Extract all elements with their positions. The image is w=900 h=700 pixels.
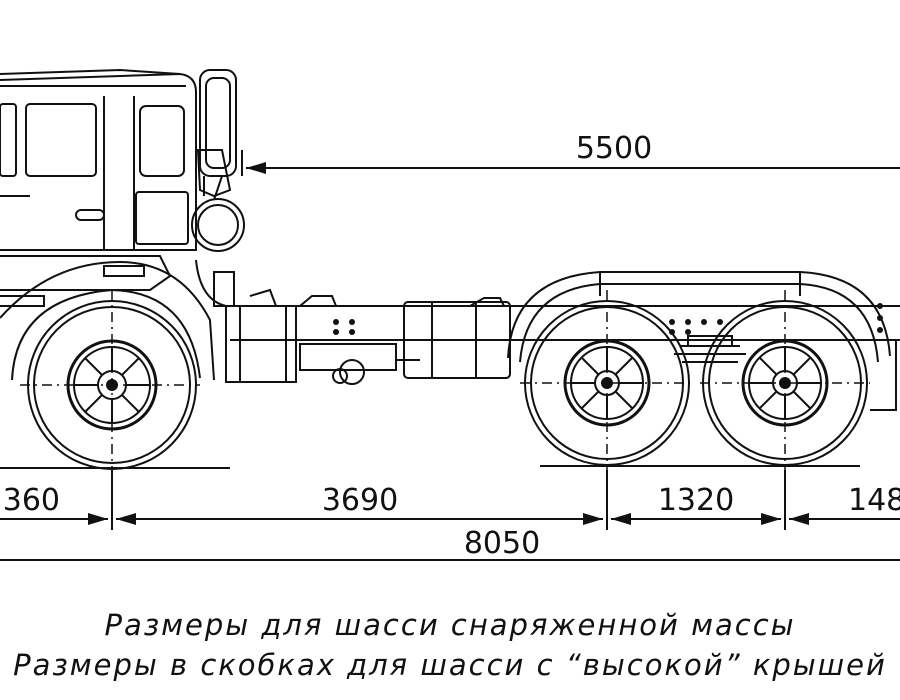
caption-line-2: Размеры в скобках для шасси с “высокой” … (13, 648, 887, 682)
front-axle (0, 260, 215, 470)
dim-1360-label: 1360 (0, 483, 60, 518)
dim-1485-label: 1485 (848, 483, 900, 518)
dim-3690-label: 3690 (322, 483, 398, 518)
battery-box (225, 305, 297, 383)
axle-centerlines (20, 290, 870, 520)
air-filter (191, 198, 245, 252)
caption-line-1: Размеры для шасси снаряженной массы (104, 608, 796, 642)
ground-line (0, 465, 860, 469)
cab-window-main (25, 103, 97, 177)
dimension-lines (0, 150, 900, 561)
mirror (199, 69, 237, 177)
cab (0, 68, 245, 291)
dim-5500-label: 5500 (576, 131, 652, 166)
dim-8050-label: 8050 (464, 526, 540, 561)
dim-1320-label: 1320 (658, 483, 734, 518)
cab-window-left (0, 103, 17, 177)
cab-door-window (139, 105, 185, 177)
truck-chassis-drawing: 5500 1360 3690 1320 1485 8050 (0, 68, 900, 561)
rear-tandem (507, 271, 897, 466)
frame (195, 259, 900, 385)
